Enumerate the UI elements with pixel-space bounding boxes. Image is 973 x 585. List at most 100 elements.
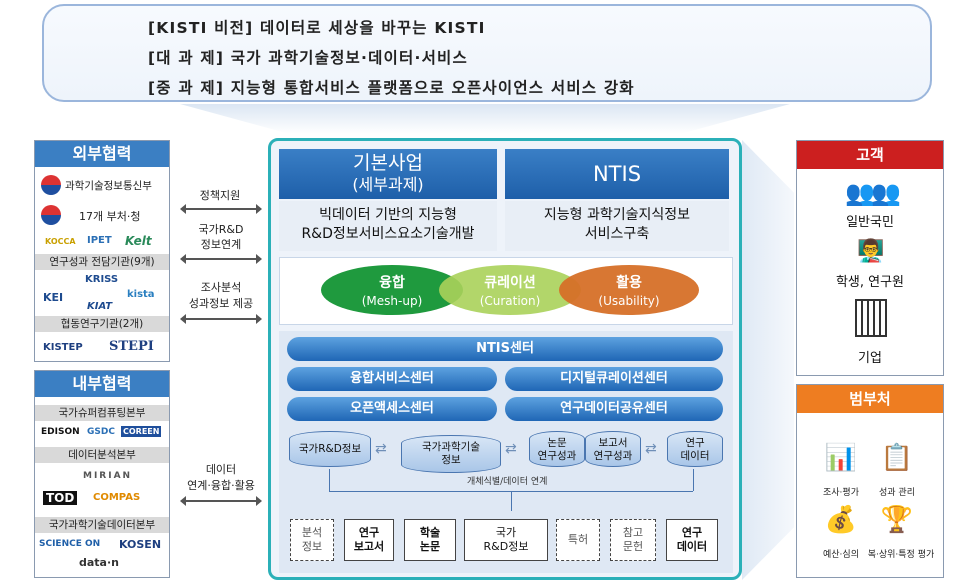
cyl-report-1: 보고서 [598,437,628,449]
cyl-paper-1: 논문 [547,437,567,449]
cyl-national-rnd: 국가R&D정보 [289,431,371,467]
arrow-label-data-2: 연계·융합·활용 [187,479,255,492]
logo-kistep: KISTEP [43,342,83,353]
basic-desc-1: 빅데이터 기반의 지능형 [319,207,457,223]
gov-budget: 예산·심의 [823,550,859,560]
external-org-1: 과학기술정보통신부 [65,180,152,192]
center-pill-mesh: 융합서비스센터 [287,367,497,391]
oval-curation-sub: (Curation) [479,294,541,308]
logo-kriss: KRISS [85,274,119,285]
exchange-arrow-2: ⇄ [505,441,517,457]
vision-banner: [KISTI 비전] 데이터로 세상을 바꾸는 KISTI [대 과 제] 국가… [42,4,932,102]
logo-keit: Kelt [125,234,152,248]
logo-compas: COMPAS [93,492,141,503]
gov-evaluation: 복·상위·특정 평가 [867,550,935,560]
cyl-paper: 논문 연구성과 [529,431,585,467]
cyl-paper-2: 연구성과 [537,450,577,462]
right-chevron [742,140,794,580]
building-icon [855,299,887,337]
arrow-label-data-1: 데이터 [205,463,237,476]
arrow-label-rnd-1: 국가R&D [198,223,244,236]
basic-title-1: 기본사업 [353,152,423,174]
arrow-policy [180,204,262,214]
cyl-national-rnd-label: 국가R&D정보 [298,443,362,455]
db-report-b: 보고서 [353,540,385,553]
customer-public: 일반국민 [846,215,894,230]
exchange-arrow-1: ⇄ [375,441,387,457]
customer-panel: 고객 👥👥 일반국민 👨‍🏫 학생, 연구원 기업 [796,140,944,376]
flag-icon [41,175,61,195]
logo-gsdc: GSDC [87,427,115,437]
external-org-2: 17개 부처·청 [79,210,141,223]
oval-usability-sub: (Usability) [598,294,660,308]
platform-box: 기본사업 (세부과제) NTIS 빅데이터 기반의 지능형 R&D정보서비스요소… [268,138,742,580]
arrow-data [180,496,262,506]
customer-title: 고객 [797,141,943,169]
logo-kocca: KOCCA [45,237,76,246]
link-drop-right [693,469,694,491]
db-patent: 특허 [556,519,600,561]
logo-datan: data·n [79,556,119,569]
db-research-data-a: 연구 [681,526,703,539]
arrow-label-survey-2: 성과정보 제공 [188,297,254,310]
people-crowd-icon: 👥👥 [845,179,901,207]
ntis-title: NTIS [592,162,642,186]
center-pill-openaccess: 오픈액세스센터 [287,397,497,421]
ntis-desc-box: 지능형 과학기술지식정보 서비스구축 [505,201,729,251]
center-pill-researchdata: 연구데이터공유센터 [505,397,723,421]
internal-title: 내부협력 [35,371,169,397]
trophy-icon: 🏆 [880,505,914,535]
logo-kei: KEI [43,291,64,304]
customer-company: 기업 [858,351,882,366]
cyl-national-st-1: 국가과학기술 [422,441,480,453]
internal-panel: 내부협력 국가슈퍼컴퓨팅본부 EDISON GSDC COREEN 데이터분석본… [34,370,170,578]
oval-meshup-sub: (Mesh-up) [361,294,423,308]
db-reference-b: 문헌 [622,540,644,553]
db-national-rnd-a: 국가 [495,526,517,539]
cyl-research-data-1: 연구 [685,437,705,449]
logo-mirian: MIRIAN [83,471,133,481]
db-analysis-b: 정보 [301,540,323,553]
basic-desc-box: 빅데이터 기반의 지능형 R&D정보서비스요소기술개발 [279,201,497,251]
flag-icon [41,205,61,225]
arrow-survey [180,314,262,324]
survey-eval-icon: 📊 [824,443,858,473]
gov-performance: 성과 관리 [879,488,915,498]
external-title: 외부협력 [35,141,169,167]
cyl-national-st-2: 정보 [441,454,461,466]
ntis-header: NTIS [505,149,729,199]
logo-kista: kista [127,289,155,300]
cyl-research-data-2: 데이터 [680,450,710,462]
oval-usability: 활용 (Usability) [559,265,699,315]
basic-title-2: (세부과제) [352,175,424,194]
performance-mgmt-icon: 📋 [880,443,914,473]
government-title: 범부처 [797,385,943,413]
center-pill-curation: 디지털큐레이션센터 [505,367,723,391]
db-paper-b: 논문 [419,540,441,553]
link-drop-left [329,469,330,491]
logo-ipet: IPET [87,235,112,246]
arrow-rnd [180,254,262,264]
external-panel: 외부협력 과학기술정보통신부 17개 부처·청 KOCCA IPET Kelt … [34,140,170,362]
oval-curation-title: 큐레이션 [484,275,536,291]
vision-line-3: [중 과 제] 지능형 통합서비스 플랫폼으로 오픈사이언스 서비스 강화 [148,79,635,97]
logo-edison: EDISON [41,427,80,437]
vision-line-2: [대 과 제] 국가 과학기술정보·데이터·서비스 [148,49,468,67]
arrow-label-rnd-2: 정보연계 [200,238,242,251]
cyl-report: 보고서 연구성과 [585,431,641,467]
customer-students: 학생, 연구원 [835,275,905,290]
db-national-rnd-b: R&D정보 [483,540,529,553]
arrow-label-policy: 정책지원 [199,189,241,202]
logo-coreen: COREEN [121,426,162,437]
external-band-2: 협동연구기관(2개) [35,316,169,332]
government-panel: 범부처 📊 조사·평가 📋 성과 관리 💰 예산·심의 🏆 복·상위·특정 평가 [796,384,944,578]
internal-band-1: 국가슈퍼컴퓨팅본부 [35,405,169,421]
vision-line-1: [KISTI 비전] 데이터로 세상을 바꾸는 KISTI [148,19,486,37]
external-band-1: 연구성과 전담기관(9개) [35,254,169,270]
db-paper-a: 학술 [419,526,441,539]
